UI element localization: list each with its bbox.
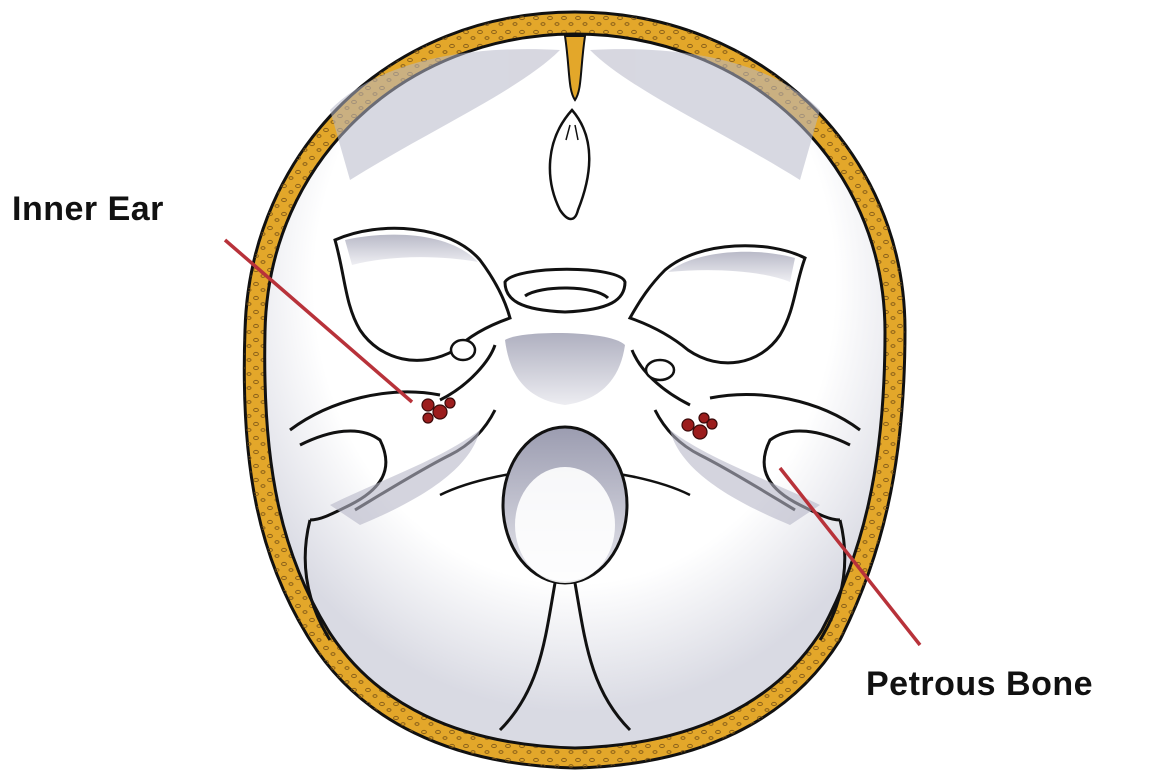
sella-turcica — [505, 269, 625, 312]
inner-ear-label: Inner Ear — [12, 190, 164, 229]
petrous-bone-label: Petrous Bone — [866, 665, 1093, 704]
